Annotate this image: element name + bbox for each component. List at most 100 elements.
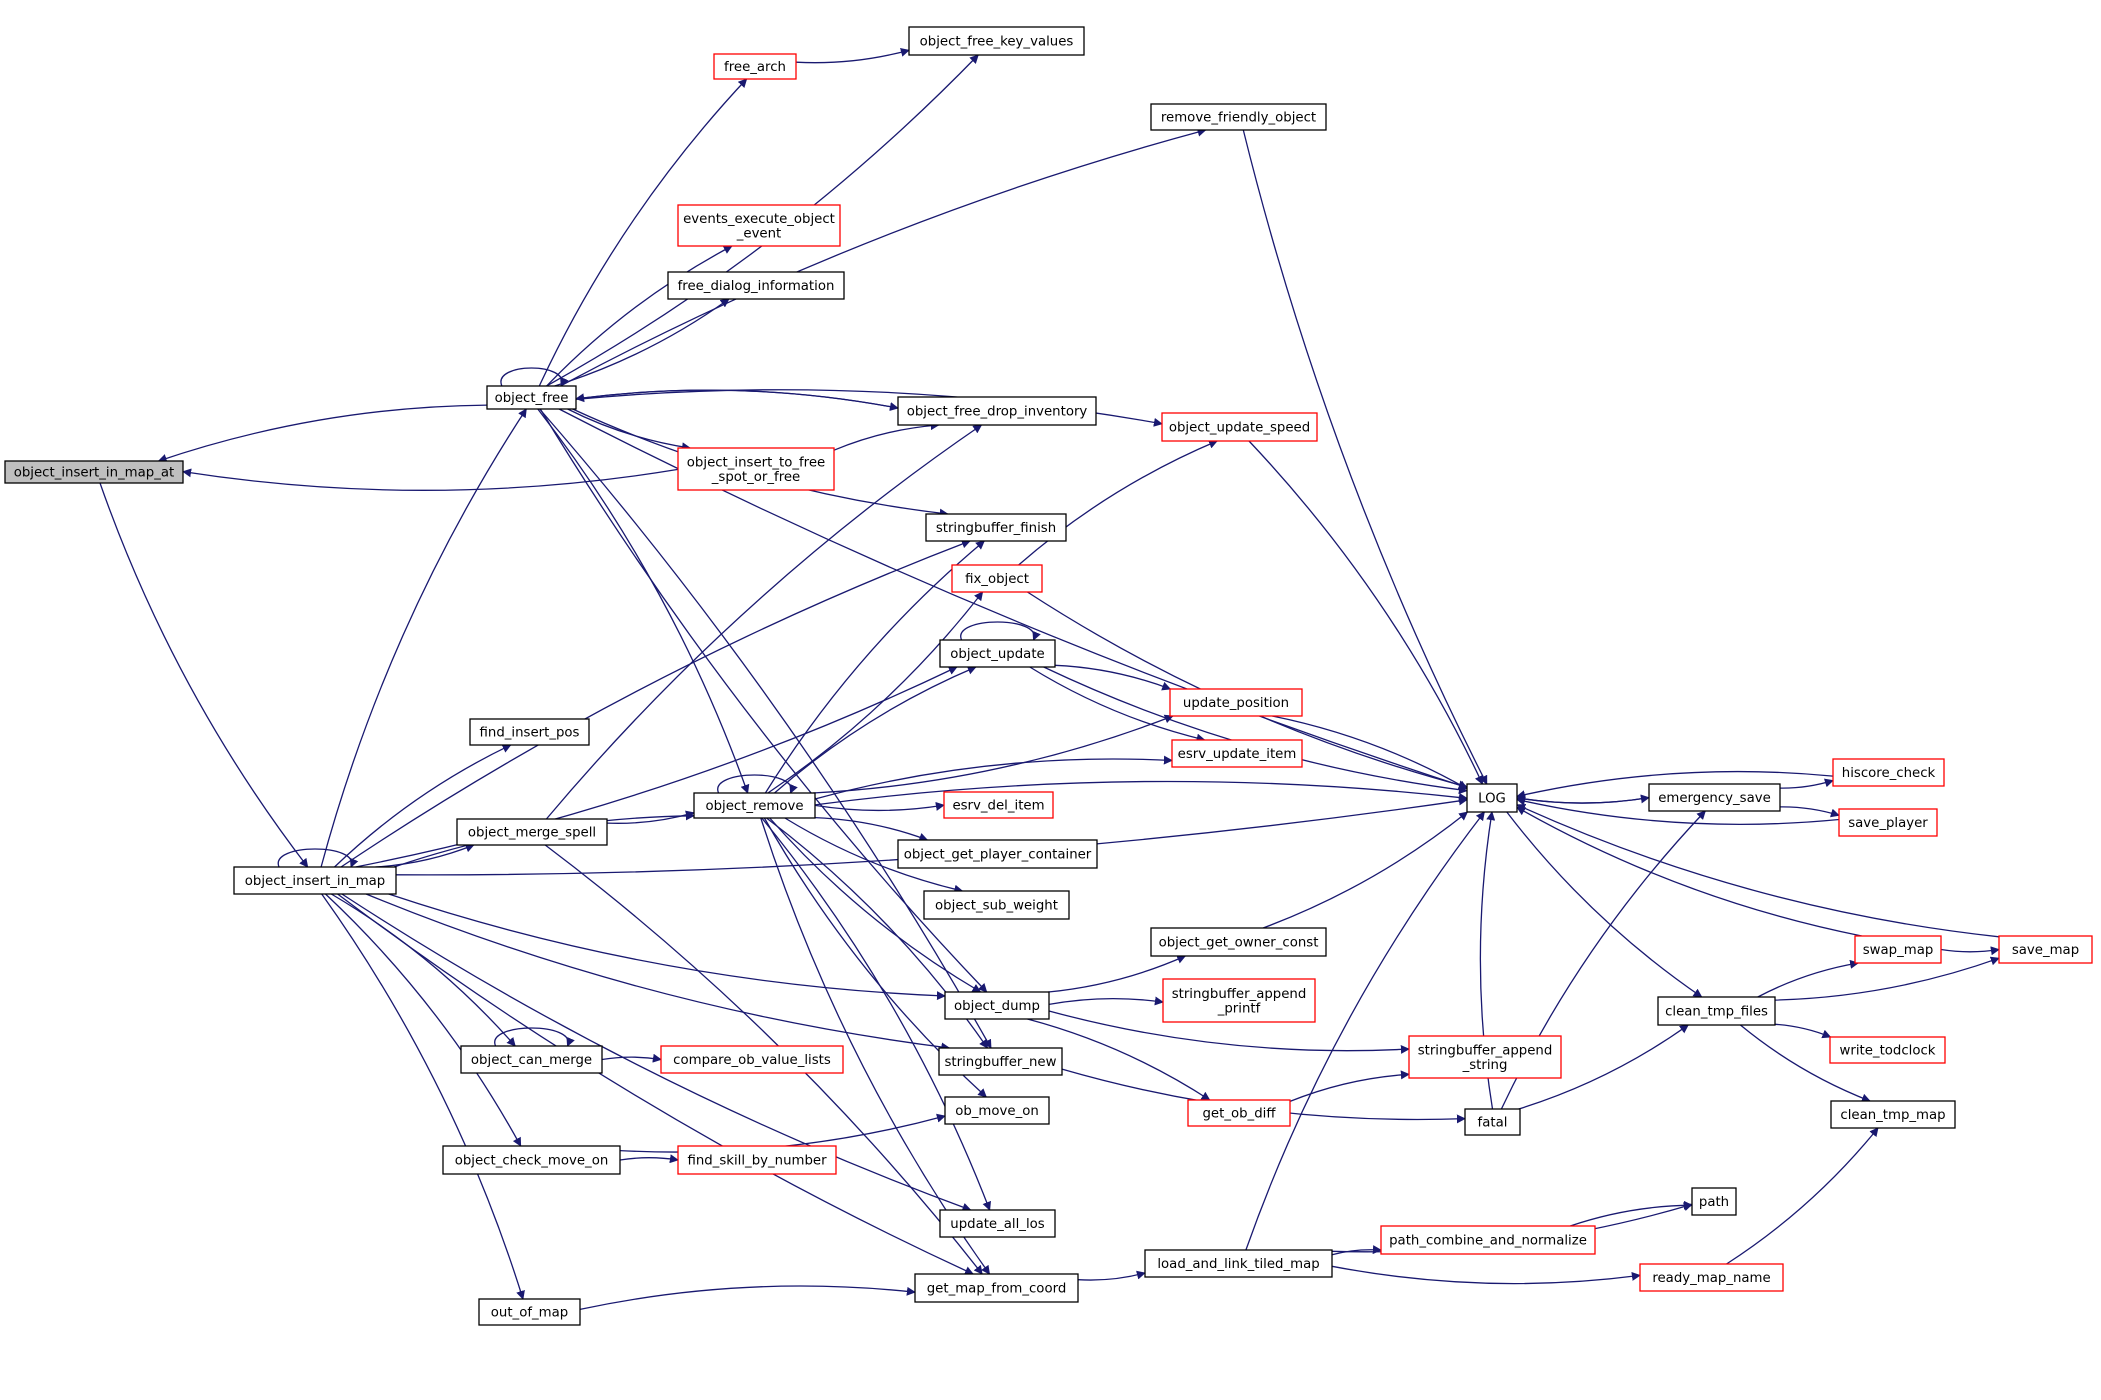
node-compare-ob-value-lists[interactable]: compare_ob_value_lists: [660, 1045, 844, 1074]
node-ready-map-name[interactable]: ready_map_name: [1639, 1263, 1784, 1292]
edge-object_remove-to-object_sub_weight: [784, 817, 964, 894]
node-label: path_combine_and_normalize: [1389, 1234, 1587, 1249]
node-fatal[interactable]: fatal: [1464, 1108, 1521, 1136]
edge-load_and_link_tiled_map-to-LOG: [1245, 811, 1485, 1251]
edge-object_insert_to_free-to-object_insert_in_map_at: [182, 468, 679, 491]
node-object-free-drop-inventory[interactable]: object_free_drop_inventory: [897, 396, 1097, 426]
node-object-merge-spell[interactable]: object_merge_spell: [456, 818, 608, 846]
node-object-update[interactable]: object_update: [939, 639, 1056, 668]
edge-object_insert_in_map-to-object_update: [355, 666, 958, 868]
edge-out_of_map-to-get_map_from_coord: [579, 1285, 916, 1311]
node-emergency-save[interactable]: emergency_save: [1648, 783, 1781, 812]
node-label: path: [1699, 1195, 1729, 1210]
node-label: object_check_move_on: [455, 1154, 609, 1169]
node-box: [1187, 1099, 1291, 1127]
node-esrv-del-item[interactable]: esrv_del_item: [943, 791, 1054, 819]
edge-object_free-to-object_insert_to_free: [567, 408, 691, 452]
edge-object_insert_in_map-to-out_of_map: [321, 893, 525, 1300]
node-label: load_and_link_tiled_map: [1157, 1257, 1319, 1272]
node-find-insert-pos[interactable]: find_insert_pos: [469, 718, 590, 746]
node-box: [1466, 783, 1518, 813]
node-hiscore-check[interactable]: hiscore_check: [1832, 758, 1945, 787]
node-clean-tmp-map[interactable]: clean_tmp_map: [1830, 1100, 1956, 1129]
node-free-dialog-information[interactable]: free_dialog_information: [667, 271, 845, 300]
edge-clean_tmp_files-to-swap_map: [1757, 959, 1860, 998]
node-object-get-owner-const[interactable]: object_get_owner_const: [1150, 927, 1327, 957]
node-clean-tmp-files[interactable]: clean_tmp_files: [1657, 996, 1776, 1026]
node-label: clean_tmp_map: [1840, 1108, 1945, 1123]
node-object-remove[interactable]: object_remove: [693, 792, 816, 819]
node-write-todclock[interactable]: write_todclock: [1829, 1036, 1946, 1064]
node-object-check-move-on[interactable]: object_check_move_on: [442, 1145, 621, 1175]
edge-object_free-to-stringbuffer_new: [539, 408, 992, 1049]
edge-object_remove-to-update_all_los: [761, 817, 991, 1211]
node-object-sub-weight[interactable]: object_sub_weight: [923, 890, 1070, 920]
node-box: [897, 839, 1098, 869]
node-get-ob-diff[interactable]: get_ob_diff: [1187, 1099, 1291, 1127]
node-swap-map[interactable]: swap_map: [1854, 935, 1942, 964]
node-out-of-map[interactable]: out_of_map: [478, 1298, 581, 1326]
node-path[interactable]: path: [1691, 1187, 1737, 1216]
node-box: [1657, 996, 1776, 1026]
edge-object_insert_in_map-to-object_can_merge: [330, 893, 516, 1047]
node-object-dump[interactable]: object_dump: [944, 991, 1050, 1020]
node-update-all-los[interactable]: update_all_los: [939, 1209, 1056, 1238]
node-box: [951, 564, 1043, 593]
node-esrv-update-item[interactable]: esrv_update_item: [1171, 739, 1303, 768]
node-label: update_all_los: [950, 1217, 1045, 1232]
node-save-map[interactable]: save_map: [1998, 935, 2093, 964]
node-stringbuffer-append-string[interactable]: stringbuffer_append_string: [1408, 1035, 1562, 1079]
node-box: [1838, 808, 1938, 837]
edge-object_dump-to-stringbuffer_append_string: [1048, 1010, 1410, 1054]
node-ob-move-on[interactable]: ob_move_on: [944, 1096, 1050, 1125]
node-remove-friendly-object[interactable]: remove_friendly_object: [1150, 103, 1327, 131]
node-save-player[interactable]: save_player: [1838, 808, 1938, 837]
node-label: update_position: [1183, 696, 1289, 711]
node-events-execute-object-event[interactable]: events_execute_object_event: [677, 204, 841, 247]
node-fix-object[interactable]: fix_object: [951, 564, 1043, 593]
node-label: esrv_del_item: [952, 799, 1044, 814]
node-object-insert-in-map[interactable]: object_insert_in_map: [233, 866, 397, 895]
node-free-arch[interactable]: free_arch: [713, 53, 797, 80]
node-object-get-player-container[interactable]: object_get_player_container: [897, 839, 1098, 869]
node-label: object_can_merge: [471, 1053, 592, 1068]
node-LOG[interactable]: LOG: [1466, 783, 1518, 813]
node-label: ready_map_name: [1652, 1271, 1770, 1286]
node-label: hiscore_check: [1842, 766, 1936, 781]
node-object-update-speed[interactable]: object_update_speed: [1161, 412, 1318, 442]
node-box: [469, 718, 590, 746]
node-box: [486, 385, 577, 410]
node-find-skill-by-number[interactable]: find_skill_by_number: [677, 1145, 837, 1175]
node-object-insert-to-free[interactable]: object_insert_to_free_spot_or_free: [677, 447, 835, 491]
node-object-free[interactable]: object_free: [486, 385, 577, 410]
node-object-free-key-values[interactable]: object_free_key_values: [908, 26, 1085, 56]
edge-save_map-to-LOG: [1516, 804, 2000, 938]
node-box: [478, 1298, 581, 1326]
node-label: fatal: [1478, 1116, 1508, 1131]
node-get-map-from-coord[interactable]: get_map_from_coord: [914, 1273, 1079, 1303]
node-load-and-link-tiled-map[interactable]: load_and_link_tiled_map: [1144, 1249, 1333, 1278]
node-object-insert-in-map-at[interactable]: object_insert_in_map_at: [4, 460, 184, 484]
node-box: [442, 1145, 621, 1175]
node-update-position[interactable]: update_position: [1169, 688, 1303, 717]
edge-fix_object-to-object_update_speed: [1018, 440, 1218, 566]
node-object-can-merge[interactable]: object_can_merge: [460, 1045, 603, 1074]
node-stringbuffer-append-printf[interactable]: stringbuffer_append_printf: [1162, 978, 1316, 1023]
node-path-combine-and-normalize[interactable]: path_combine_and_normalize: [1380, 1225, 1596, 1255]
node-box: [1380, 1225, 1596, 1255]
edge-object_dump-to-object_get_owner_const: [1048, 955, 1187, 993]
node-stringbuffer-new[interactable]: stringbuffer_new: [938, 1047, 1063, 1076]
edge-object_insert_in_map-to-stringbuffer_finish: [340, 539, 971, 868]
node-stringbuffer-finish[interactable]: stringbuffer_finish: [925, 513, 1067, 542]
edge-object_update-to-esrv_update_item: [1029, 666, 1206, 743]
edge-object_free-to-object_free_drop_inventory: [575, 389, 899, 412]
node-box: [1854, 935, 1942, 964]
edge-LOG-to-clean_tmp_files: [1506, 811, 1703, 998]
edge-hiscore_check-to-LOG: [1516, 770, 1834, 800]
node-box: [677, 204, 841, 247]
node-label: esrv_update_item: [1178, 747, 1297, 762]
edge-clean_tmp_files-to-write_todclock: [1774, 1023, 1832, 1039]
edge-object_remove-to-fix_object: [767, 591, 984, 794]
node-box: [1169, 688, 1303, 717]
node-label: object_insert_to_free: [687, 455, 825, 470]
